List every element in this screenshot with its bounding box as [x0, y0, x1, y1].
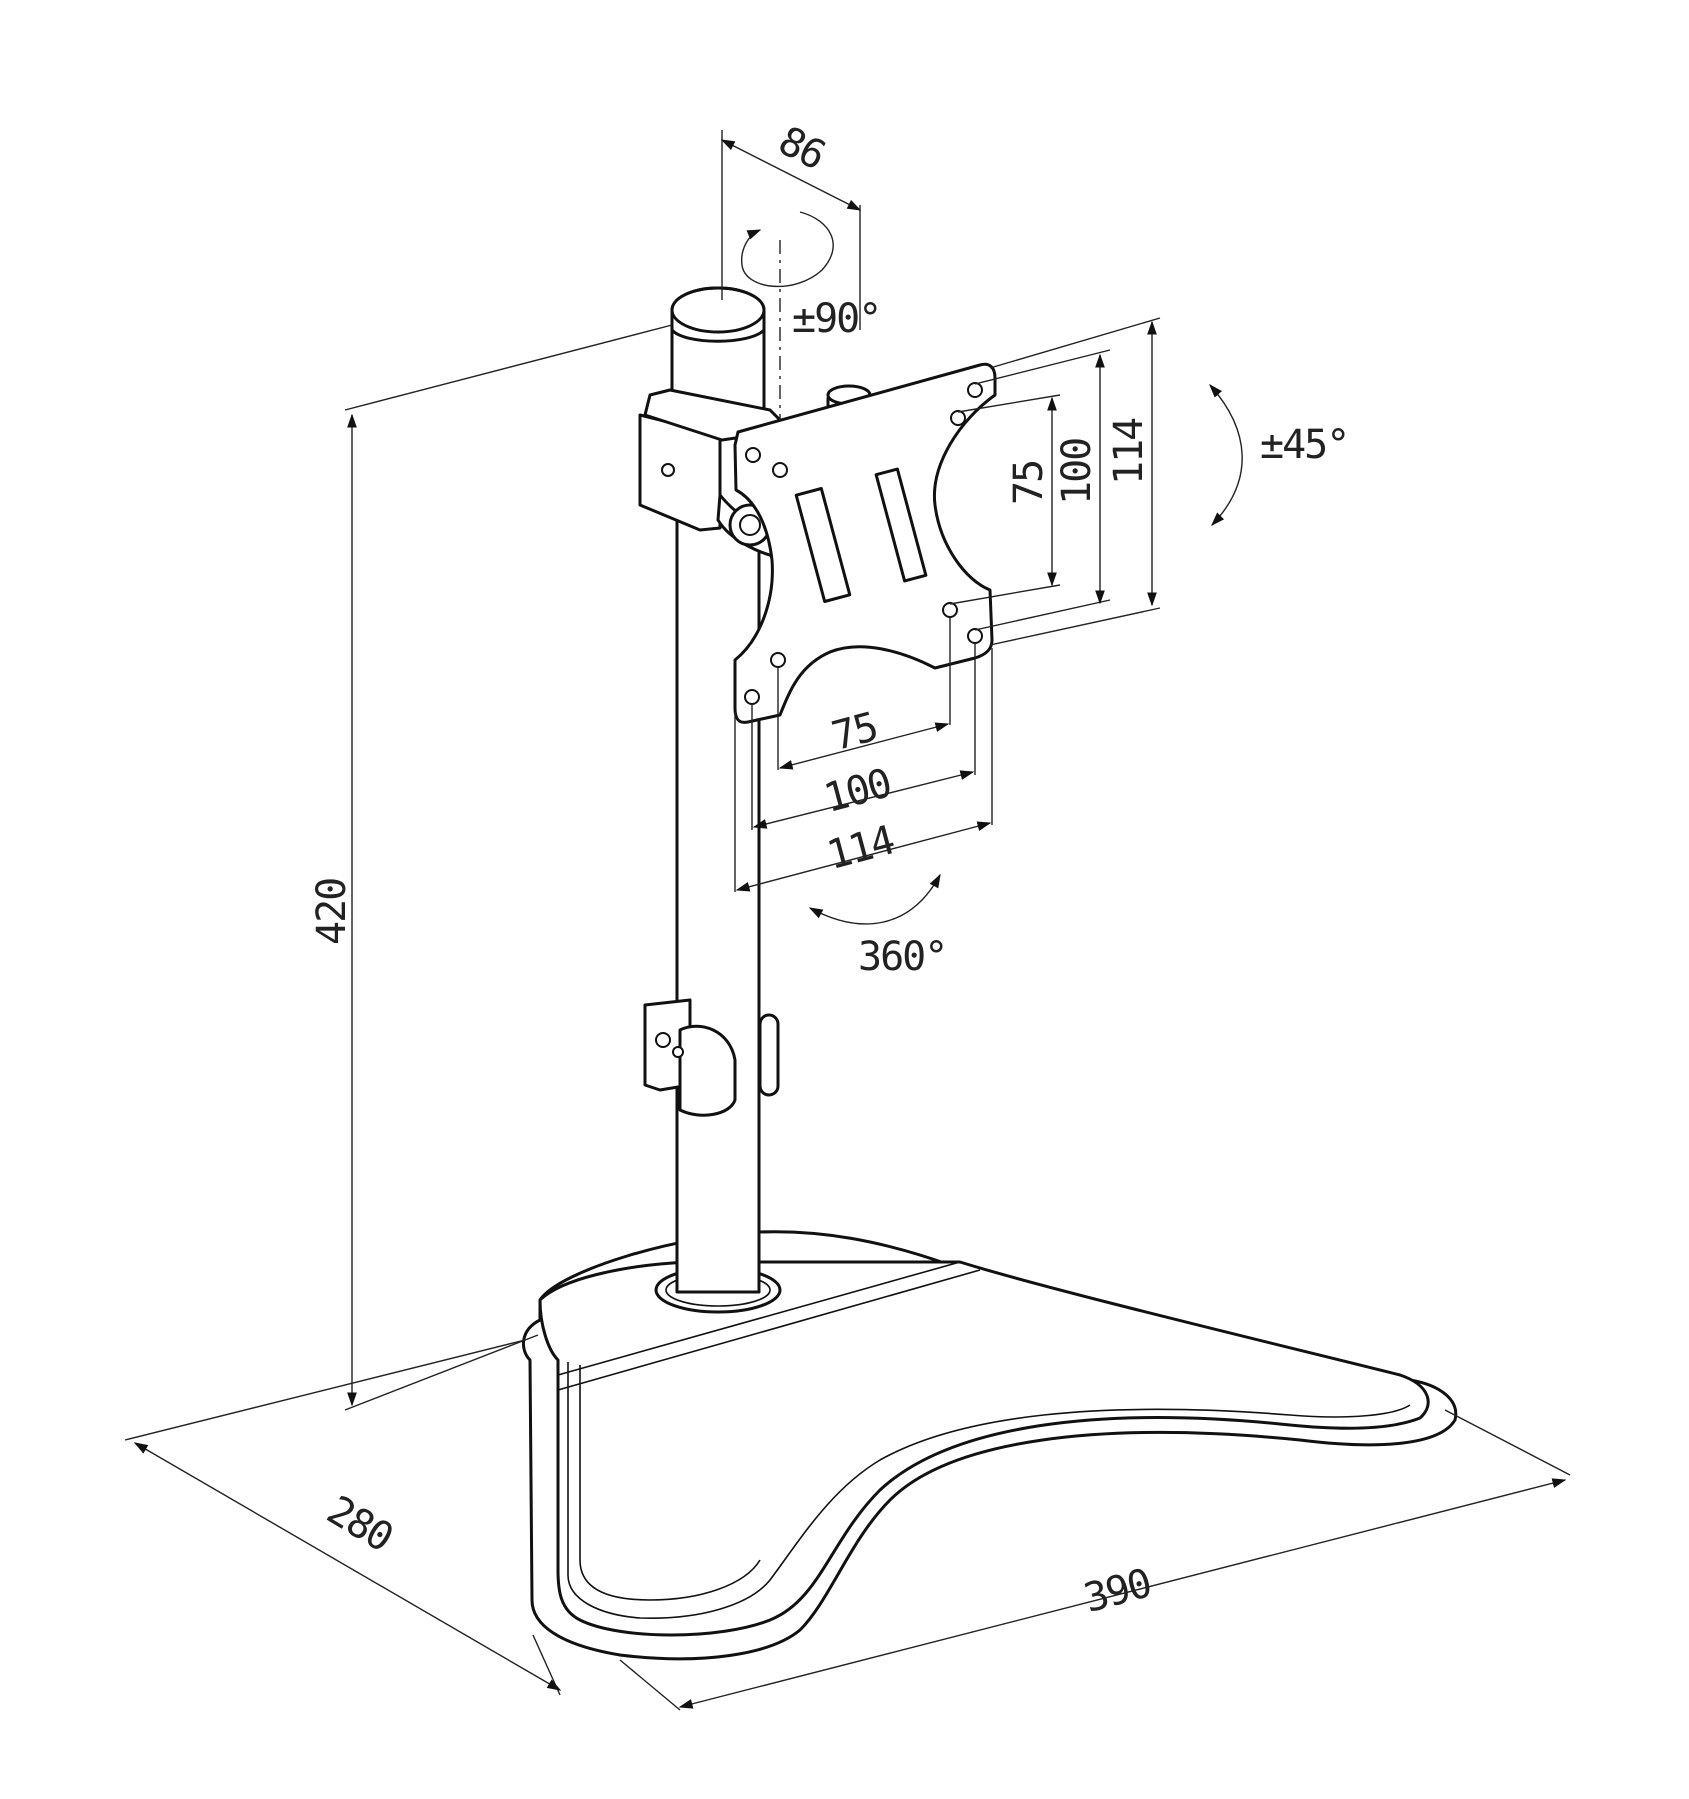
cable-clip	[643, 998, 780, 1117]
cable-clip-slot	[758, 1013, 780, 1097]
vesa-plate	[733, 362, 997, 724]
vesa-hole	[745, 447, 761, 463]
cable-clip-hole	[655, 1032, 671, 1048]
vesa-hole	[744, 689, 760, 705]
base-front-edge	[557, 1261, 961, 1376]
vesa-hole	[942, 602, 958, 618]
dim-label-vesa-h75: 75	[827, 704, 882, 760]
vesa-slot-left	[794, 487, 852, 603]
vesa-hole	[967, 628, 983, 644]
rot-label-swivel: ±90°	[792, 296, 880, 342]
dim-label-vesa-v100: 100	[1054, 439, 1100, 505]
vesa-hole	[967, 382, 983, 398]
cable-clip-wing	[678, 1024, 737, 1117]
base	[521, 1230, 1458, 1661]
dim-label-390: 390	[1079, 1561, 1155, 1623]
collar-screw-left	[661, 463, 675, 477]
dim-label-vesa-h100: 100	[819, 761, 895, 823]
dim-label-280: 280	[319, 1487, 399, 1561]
vesa-hole	[770, 652, 786, 668]
vesa-hole	[950, 410, 966, 426]
dim-label-vesa-v75: 75	[1006, 461, 1052, 505]
base-front-edge-2	[557, 1269, 981, 1391]
dim-label-vesa-v114: 114	[1106, 418, 1152, 485]
dim-label-420: 420	[309, 879, 355, 945]
rot-label-tilt: ±45°	[1260, 422, 1348, 468]
dim-label-vesa-h114: 114	[822, 817, 899, 879]
vesa-plate-outline	[733, 362, 997, 724]
dimension-lines	[124, 130, 1571, 1711]
vesa-slot-right	[874, 467, 928, 583]
rot-label-360: 360°	[858, 934, 946, 980]
vesa-hole	[772, 462, 788, 478]
